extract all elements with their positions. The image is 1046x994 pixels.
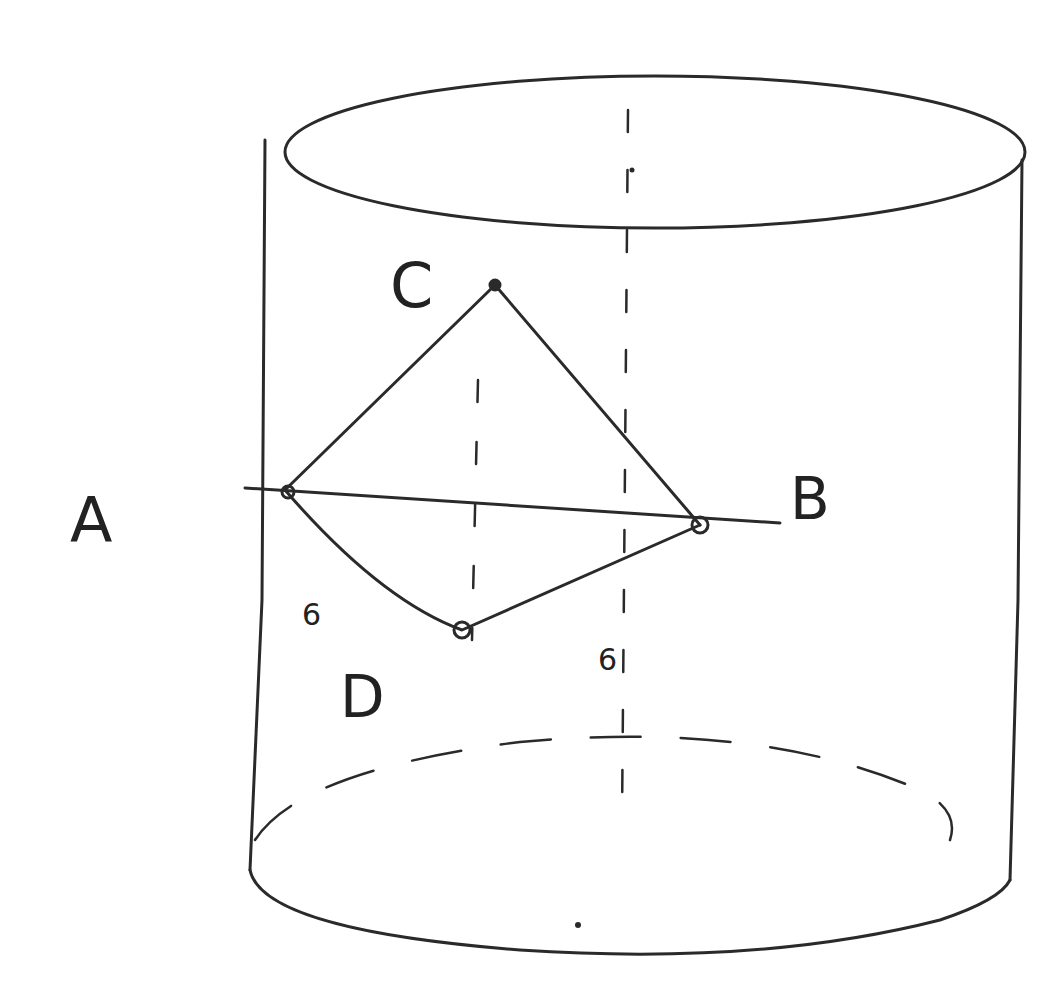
point-label: C xyxy=(390,255,433,317)
bottom-back xyxy=(255,737,952,840)
edges-d xyxy=(285,490,700,630)
point-label: B xyxy=(790,470,830,528)
axis xyxy=(622,110,628,820)
point-d xyxy=(454,622,470,638)
left-side xyxy=(250,140,265,870)
top-face xyxy=(285,76,1025,228)
length-label: 6 xyxy=(598,645,617,675)
point-label: D xyxy=(340,668,385,726)
right-side xyxy=(1010,160,1022,880)
point-b xyxy=(692,517,708,533)
point-label: A xyxy=(70,490,112,552)
point-c xyxy=(490,280,500,290)
length-label: 6 xyxy=(302,600,321,630)
top-center xyxy=(630,168,635,173)
hidden-line xyxy=(472,380,478,640)
point-a xyxy=(282,486,294,498)
bottom-center xyxy=(575,922,581,928)
edges-c xyxy=(285,285,700,525)
bottom-front xyxy=(250,870,1010,954)
